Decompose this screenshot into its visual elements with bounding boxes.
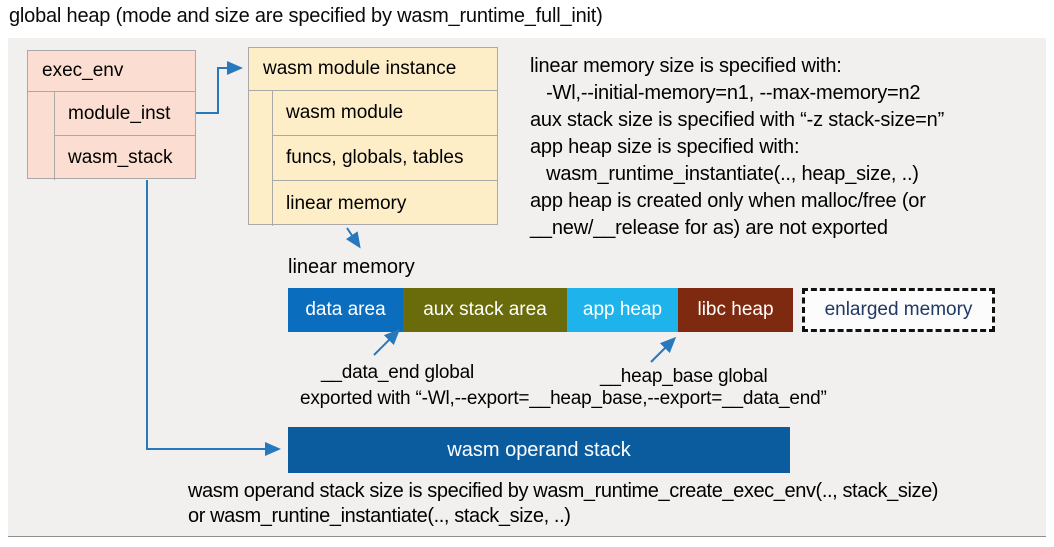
segment-data-area: data area	[288, 288, 403, 332]
linear-memory-bar: data area aux stack area app heap libc h…	[288, 288, 995, 332]
operand-stack-label: wasm operand stack	[447, 438, 631, 461]
exported-with-label: exported with “-Wl,--export=__heap_base,…	[300, 388, 827, 409]
footer-note: wasm operand stack size is specified by …	[188, 479, 938, 529]
exec-env-header: exec_env	[28, 51, 195, 92]
instance-row-linear-memory: linear memory	[272, 181, 497, 226]
exec-env-row-module-inst: module_inst	[54, 92, 195, 136]
module-instance-header: wasm module instance	[249, 48, 497, 91]
footer-line: wasm operand stack size is specified by …	[188, 480, 939, 502]
segment-app-heap: app heap	[567, 288, 678, 332]
segment-label: enlarged memory	[824, 299, 973, 320]
segment-label: app heap	[582, 299, 663, 320]
note-line: aux stack size is specified with “-z sta…	[530, 109, 945, 131]
segment-label: data area	[305, 299, 386, 320]
note-line: linear memory size is specified with:	[530, 55, 842, 77]
segment-libc-heap: libc heap	[678, 288, 793, 332]
exec-env-box: exec_env module_inst wasm_stack	[27, 50, 196, 180]
data-end-global-label: __data_end global	[321, 362, 474, 383]
instance-row-wasm-module: wasm module	[272, 91, 497, 136]
instance-row-funcs-globals-tables: funcs, globals, tables	[272, 136, 497, 181]
footer-line: or wasm_runtine_instantiate(.., stack_si…	[188, 505, 571, 527]
note-line: app heap size is specified with:	[530, 136, 800, 158]
heap-base-global-label: __heap_base global	[600, 366, 768, 387]
page-title: global heap (mode and size are specified…	[9, 5, 603, 27]
note-line: app heap is created only when malloc/fre…	[530, 190, 926, 212]
wasm-operand-stack-bar: wasm operand stack	[288, 427, 790, 473]
segment-label: aux stack area	[423, 299, 547, 320]
segment-label: libc heap	[697, 299, 774, 320]
exec-env-row-wasm-stack: wasm_stack	[54, 136, 195, 180]
linear-memory-label: linear memory	[288, 256, 415, 278]
module-instance-box: wasm module instance wasm module funcs, …	[248, 47, 498, 226]
note-line: wasm_runtime_instantiate(.., heap_size, …	[530, 163, 919, 185]
segment-aux-stack-area: aux stack area	[403, 288, 567, 332]
notes-block: linear memory size is specified with: -W…	[530, 53, 1040, 242]
note-line: -Wl,--initial-memory=n1, --max-memory=n2	[530, 82, 921, 104]
segment-enlarged-memory: enlarged memory	[802, 288, 995, 332]
note-line: __new/__release for as) are not exported	[530, 217, 888, 239]
